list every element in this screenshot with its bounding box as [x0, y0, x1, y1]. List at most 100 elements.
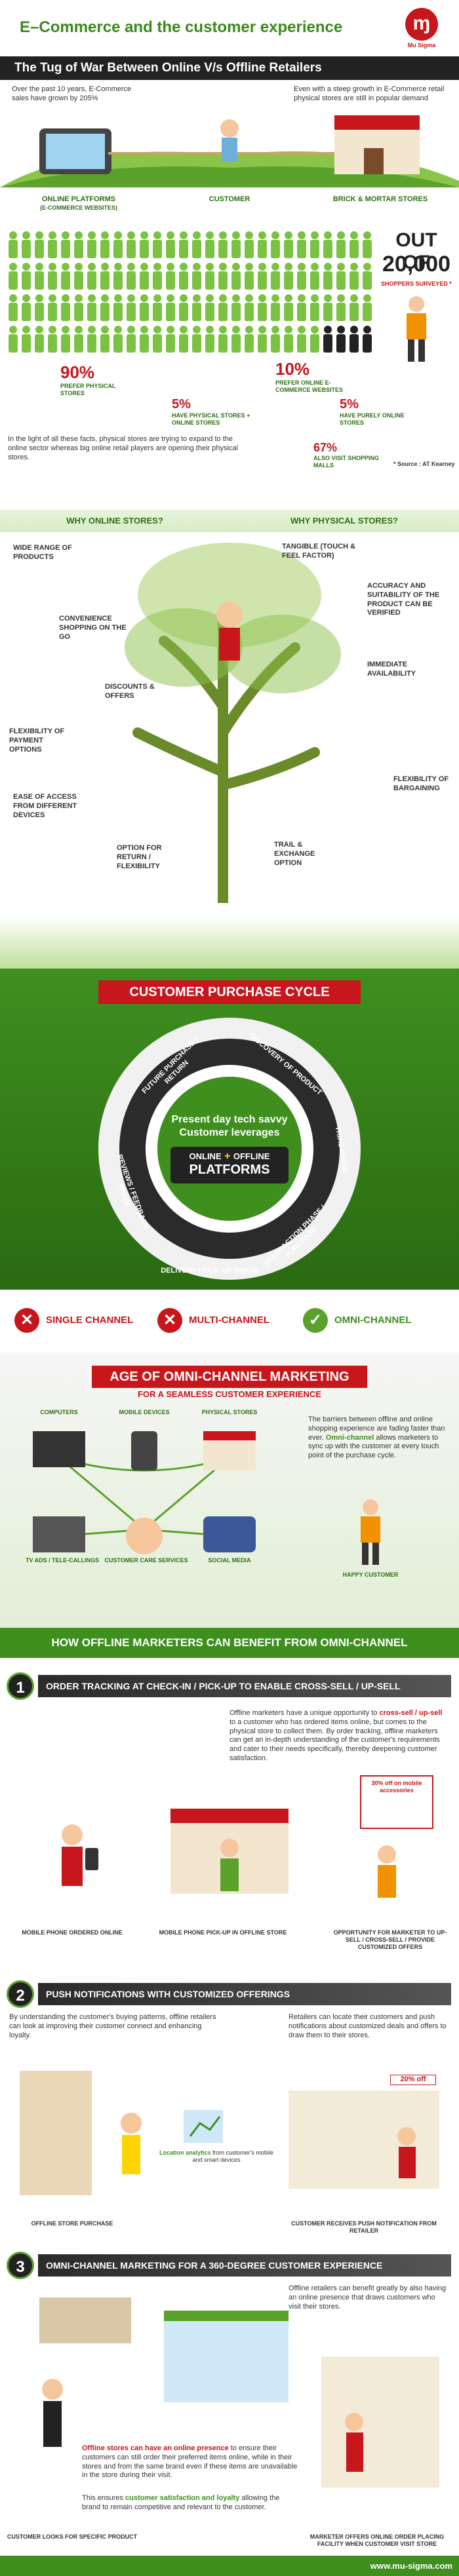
- step-2-title: PUSH NOTIFICATIONS WITH CUSTOMIZED OFFER…: [38, 1983, 451, 2005]
- person-icon: [100, 294, 110, 321]
- person-icon: [349, 263, 359, 290]
- person-icon: [258, 294, 267, 321]
- person-icon: [140, 263, 149, 290]
- omni-network: [33, 1431, 256, 1554]
- person-icon: [231, 326, 241, 353]
- person-icon: [48, 231, 57, 258]
- person-icon: [297, 231, 306, 258]
- wardrobe-icon: [20, 2071, 92, 2195]
- step-3-mid-text-1: Offline stores can have an online presen…: [82, 2444, 298, 2480]
- wall-frames: [39, 2297, 131, 2343]
- person-icon: [153, 231, 162, 258]
- person-icon: [74, 326, 83, 353]
- person-icon: [48, 294, 57, 321]
- person-icon: [258, 231, 267, 258]
- person-icon: [48, 263, 57, 290]
- omni-title: AGE OF OMNI-CHANNEL MARKETING: [92, 1366, 367, 1388]
- person-icon: [310, 263, 319, 290]
- person-icon: [258, 326, 267, 353]
- person-icon: [166, 231, 175, 258]
- person-icon: [87, 231, 96, 258]
- why-header: [0, 510, 459, 532]
- benefit-1-section: 1 ORDER TRACKING AT CHECK-IN / PICK-UP T…: [0, 1658, 459, 1972]
- shop-counter: [289, 2090, 439, 2189]
- step-3-badge: 3: [7, 2252, 34, 2279]
- single-x-icon: ✕: [14, 1308, 39, 1333]
- mu-sigma-logo: ɱ: [405, 8, 438, 41]
- person-icon: [113, 326, 123, 353]
- footer-url[interactable]: www.mu-sigma.com: [370, 2561, 452, 2571]
- person-icon: [349, 326, 359, 353]
- phase-5: DELIVERY / PICK-UP PHASE: [161, 1267, 259, 1275]
- cycle-section: CUSTOMER PURCHASE CYCLE FUTURE PURCHASE …: [0, 969, 459, 1290]
- platforms-badge: ONLINE + OFFLINE PLATFORMS: [170, 1147, 289, 1183]
- step-1-text: Offline marketers have a unique opportun…: [230, 1709, 443, 1762]
- person-icon: [245, 263, 254, 290]
- survey-section: OUT OF 20,000 SHOPPERS SURVEYED * 90% PR…: [0, 228, 459, 510]
- survey-count: 20,000: [382, 252, 450, 277]
- person-icon: [166, 326, 175, 353]
- mobile-icon: [131, 1431, 157, 1471]
- reason-online-6: OPTION FOR RETURN / FLEXIBILITY: [117, 844, 162, 870]
- person-icon: [218, 263, 228, 290]
- person-icon: [179, 326, 188, 353]
- person-icon: [22, 231, 31, 258]
- person-icon: [127, 294, 136, 321]
- omni-check-icon: ✓: [303, 1308, 328, 1333]
- step-3-right-text: Offline retailers can benefit greatly by…: [289, 2284, 447, 2311]
- person-icon: [100, 231, 110, 258]
- person-icon: [74, 263, 83, 290]
- person-icon: [271, 263, 280, 290]
- reason-physical-5: TRAIL & EXCHANGE OPTION: [274, 841, 315, 867]
- customer-label: CUSTOMER: [209, 195, 250, 203]
- reason-online-4: FLEXIBILITY OF PAYMENT OPTIONS: [9, 727, 65, 754]
- person-icon: [35, 326, 44, 353]
- person-icon: [9, 294, 18, 321]
- person-icon: [218, 231, 228, 258]
- person-icon: [179, 263, 188, 290]
- person-icon: [22, 294, 31, 321]
- person-icon: [153, 263, 162, 290]
- person-icon: [9, 263, 18, 290]
- benefit-2-section: 2 PUSH NOTIFICATIONS WITH CUSTOMIZED OFF…: [0, 1972, 459, 2248]
- person-icon: [192, 231, 201, 258]
- step-2-right-text: Retailers can locate their customers and…: [289, 2013, 447, 2039]
- stat-both: 5% HAVE PHYSICAL STORES + ONLINE STORES: [172, 397, 250, 426]
- stat-malls: 67% ALSO VISIT SHOPPING MALLS: [313, 441, 380, 469]
- why-section: WHY ONLINE STORES? WHY PHYSICAL STORES? …: [0, 510, 459, 969]
- person-icon: [61, 263, 70, 290]
- step-1-caption-1: MOBILE PHONE ORDERED ONLINE: [22, 1929, 123, 1936]
- person-icon: [363, 231, 372, 258]
- survey-source: * Source : AT Kearney: [393, 461, 455, 467]
- person-icon: [100, 263, 110, 290]
- reason-physical-4: FLEXIBILITY OF BARGAINING: [393, 775, 449, 792]
- benefit-title: HOW OFFLINE MARKETERS CAN BENEFIT FROM O…: [51, 1636, 408, 1649]
- reason-online-3: DISCOUNTS & OFFERS: [105, 683, 155, 700]
- step-1-title: ORDER TRACKING AT CHECK-IN / PICK-UP TO …: [38, 1675, 451, 1697]
- person-icon: [74, 231, 83, 258]
- clothing-rack: [321, 2356, 439, 2488]
- person-icon: [231, 231, 241, 258]
- phone-icon: [85, 1848, 98, 1870]
- person-icon: [310, 294, 319, 321]
- step-1-caption-3: OPPORTUNITY FOR MARKETER TO UP-SELL / CR…: [333, 1929, 447, 1950]
- person-icon: [323, 263, 332, 290]
- channels-section: ✕ SINGLE CHANNEL ✕ MULTI-CHANNEL ✓ OMNI-…: [0, 1290, 459, 1353]
- person-icon: [48, 326, 57, 353]
- stat-online-only: 5% HAVE PURELY ONLINE STORES: [340, 397, 405, 426]
- person-icon: [336, 231, 346, 258]
- person-icon: [336, 294, 346, 321]
- tug-of-war-section: The Tug of War Between Online V/s Offlin…: [0, 56, 459, 228]
- multi-channel-label: MULTI-CHANNEL: [189, 1315, 270, 1326]
- person-icon: [100, 326, 110, 353]
- step-3-title: OMNI-CHANNEL MARKETING FOR A 360-DEGREE …: [38, 2254, 451, 2277]
- multi-x-icon: ✕: [157, 1308, 182, 1333]
- person-icon: [284, 326, 293, 353]
- person-icon: [61, 326, 70, 353]
- footer: www.mu-sigma.com: [0, 2556, 459, 2576]
- page-title: E–Commerce and the customer experience: [20, 18, 343, 36]
- node-computers: COMPUTERS: [40, 1409, 78, 1415]
- person-icon: [218, 326, 228, 353]
- brand-name: Mu Sigma: [407, 42, 436, 48]
- person-icon: [61, 294, 70, 321]
